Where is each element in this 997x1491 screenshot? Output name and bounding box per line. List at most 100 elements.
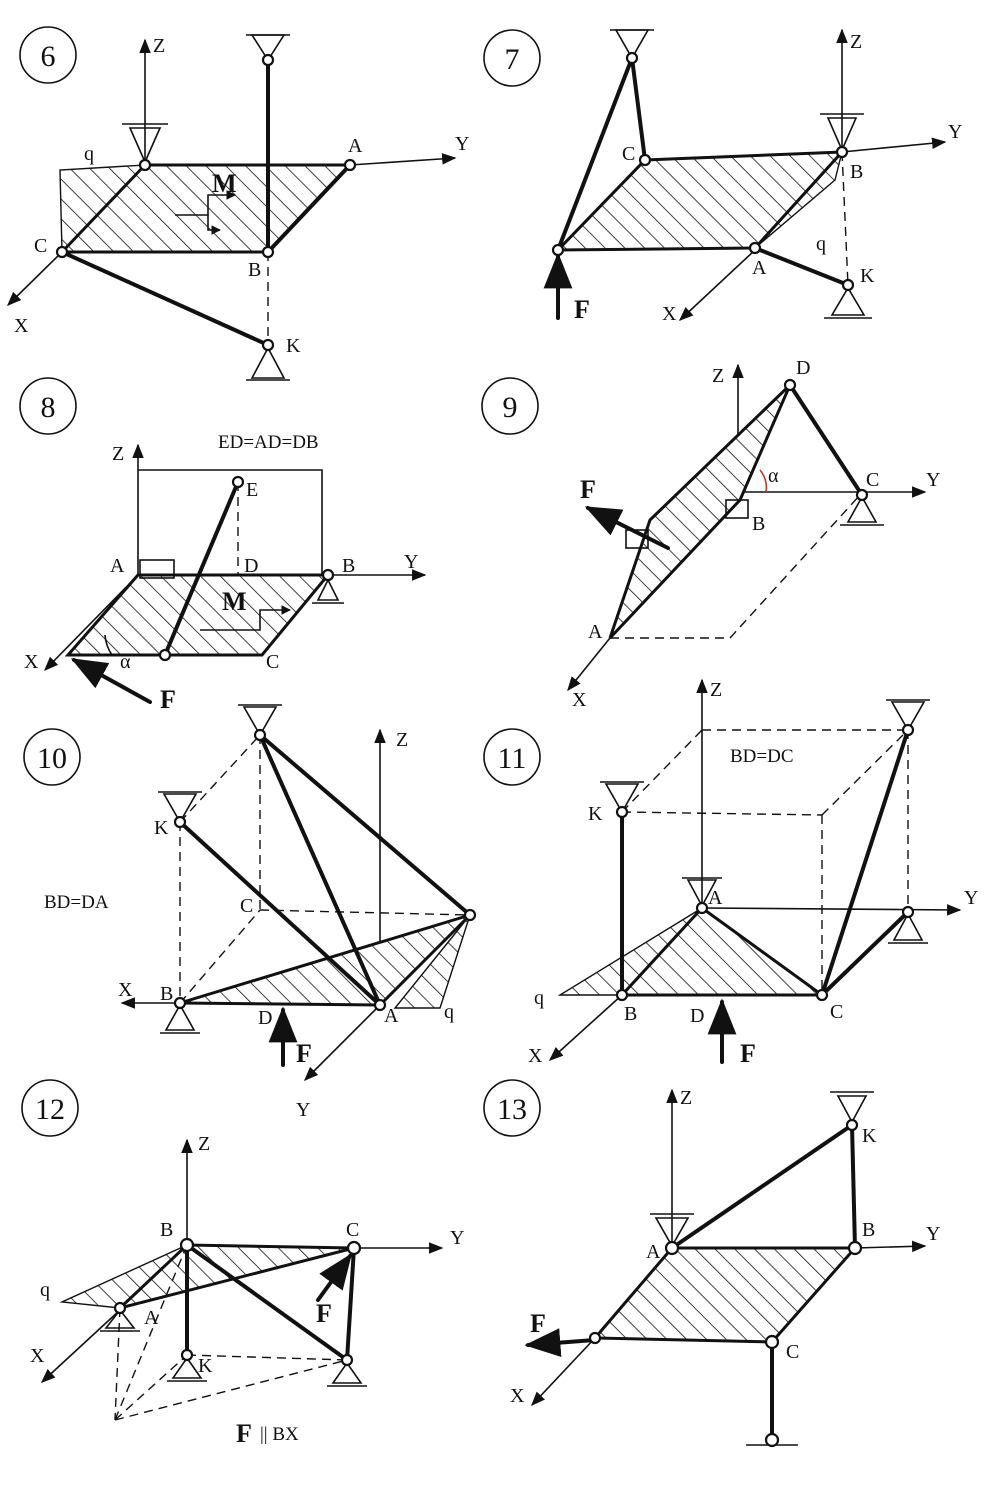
force-note: || BX xyxy=(260,1424,299,1445)
x-axis xyxy=(567,637,611,692)
diagram-number: 10 xyxy=(37,742,67,775)
point-a-label: A xyxy=(588,621,603,643)
point-k-label: K xyxy=(588,803,603,825)
point-b-label: B xyxy=(160,983,173,1005)
bottom-support xyxy=(250,346,286,379)
z-axis-label: Z xyxy=(112,443,124,465)
diagram-number: 6 xyxy=(41,40,56,73)
rod-e xyxy=(163,480,240,657)
y-axis-label: Y xyxy=(964,887,978,909)
angle-label: α xyxy=(768,465,779,487)
x-axis xyxy=(678,249,756,321)
point-b-label: B xyxy=(248,259,261,281)
y-axis-label: Y xyxy=(450,1227,464,1249)
x-axis-label: X xyxy=(510,1385,525,1407)
load-q-label: q xyxy=(816,233,826,255)
y-axis xyxy=(701,904,962,916)
moment-label: M xyxy=(212,169,237,198)
condition-note: BD=DA xyxy=(44,892,109,913)
y-axis-label: Y xyxy=(926,469,940,491)
point-d-label: D xyxy=(258,1007,272,1029)
x-axis xyxy=(6,251,63,307)
z-axis-label: Z xyxy=(680,1087,692,1109)
force-f-label: F xyxy=(574,295,590,324)
point-k-label: K xyxy=(198,1355,213,1377)
triangular-plate xyxy=(179,913,472,1007)
point-b-label: B xyxy=(160,1219,173,1241)
x-axis-label: X xyxy=(14,315,29,337)
y-axis xyxy=(841,137,947,153)
point-d-label: D xyxy=(796,357,810,379)
force-f-label: F xyxy=(740,1039,756,1068)
diagram-number: 11 xyxy=(498,742,527,775)
triangular-plate xyxy=(618,906,827,997)
y-axis xyxy=(303,1004,381,1082)
point-b-label: B xyxy=(752,513,765,535)
diagram-8: 8 ED=AD=DB Z Y X M F α A B C D E xyxy=(19,377,427,714)
force-f xyxy=(70,658,152,704)
z-axis-label: Z xyxy=(153,35,165,57)
diagram-7: 7 Z Y X F A B C K q xyxy=(483,28,962,325)
load-q-label: q xyxy=(84,143,94,165)
z-axis-label: Z xyxy=(396,729,408,751)
point-a-label: A xyxy=(110,555,125,577)
y-axis-label: Y xyxy=(404,551,418,573)
point-a-label: A xyxy=(752,257,767,279)
z-axis-label: Z xyxy=(198,1133,210,1155)
load-q-label: q xyxy=(444,1001,454,1023)
point-a-label: A xyxy=(646,1241,661,1263)
diagram-number: 8 xyxy=(41,391,56,424)
x-axis-label: X xyxy=(528,1045,543,1067)
x-axis-label: X xyxy=(572,689,587,711)
force-f-label: F xyxy=(530,1309,546,1338)
x-axis-label: X xyxy=(118,979,133,1001)
moment-label: M xyxy=(222,587,247,616)
point-a-label: A xyxy=(384,1005,399,1027)
diagram-9: 9 Z Y X α F A B C D xyxy=(481,357,940,711)
plate xyxy=(64,573,332,657)
x-axis-label: X xyxy=(30,1345,45,1367)
force-f-label: F xyxy=(580,475,596,504)
point-c-label: C xyxy=(622,143,635,165)
point-e-label: E xyxy=(246,479,258,501)
x-axis xyxy=(531,1337,596,1407)
point-c-label: C xyxy=(240,895,253,917)
force-note-f: F xyxy=(236,1419,252,1448)
diagram-11: 11 BD=DC Z Y X F A B C xyxy=(483,678,978,1068)
y-axis xyxy=(854,1240,927,1253)
z-axis-label: Z xyxy=(710,679,722,701)
diagram-number: 9 xyxy=(503,391,518,424)
point-b-label: B xyxy=(342,555,355,577)
point-a-label: A xyxy=(144,1307,159,1329)
force-f-label: F xyxy=(316,1299,332,1328)
point-k-label: K xyxy=(154,817,169,839)
point-b-label: B xyxy=(624,1003,637,1025)
point-d-label: D xyxy=(690,1005,704,1027)
force-f xyxy=(316,1253,353,1302)
y-axis-label: Y xyxy=(948,121,962,143)
diagram-6: 6 Z Y X M A B C K q xyxy=(6,26,469,381)
z-axis-label: Z xyxy=(850,31,862,53)
moment-symbol xyxy=(200,605,291,631)
load-q-label: q xyxy=(40,1279,50,1301)
diagram-12: 12 Z Y X F A B C K q F || BX xyxy=(21,1079,464,1448)
diagram-13: 13 Z Y X F A B C K xyxy=(483,1079,940,1448)
force-f xyxy=(584,506,670,550)
hinge-support xyxy=(128,127,162,164)
diagram-10: 10 BD=DA Z X Y F A B C D K q xyxy=(23,704,477,1121)
moment-symbol xyxy=(175,190,236,216)
y-axis-label: Y xyxy=(296,1099,310,1121)
point-k-label: K xyxy=(286,335,301,357)
x-axis xyxy=(40,1309,121,1383)
force-f xyxy=(524,1328,597,1357)
x-axis-label: X xyxy=(24,651,39,673)
point-k-label: K xyxy=(862,1125,877,1147)
distributed-load xyxy=(393,914,471,1009)
point-a-label: A xyxy=(708,887,723,909)
point-c-label: C xyxy=(830,1001,843,1023)
inclined-plate xyxy=(608,383,792,640)
force-f-label: F xyxy=(160,685,176,714)
y-axis xyxy=(349,153,457,166)
point-k-label: K xyxy=(860,265,875,287)
plate xyxy=(554,150,846,252)
